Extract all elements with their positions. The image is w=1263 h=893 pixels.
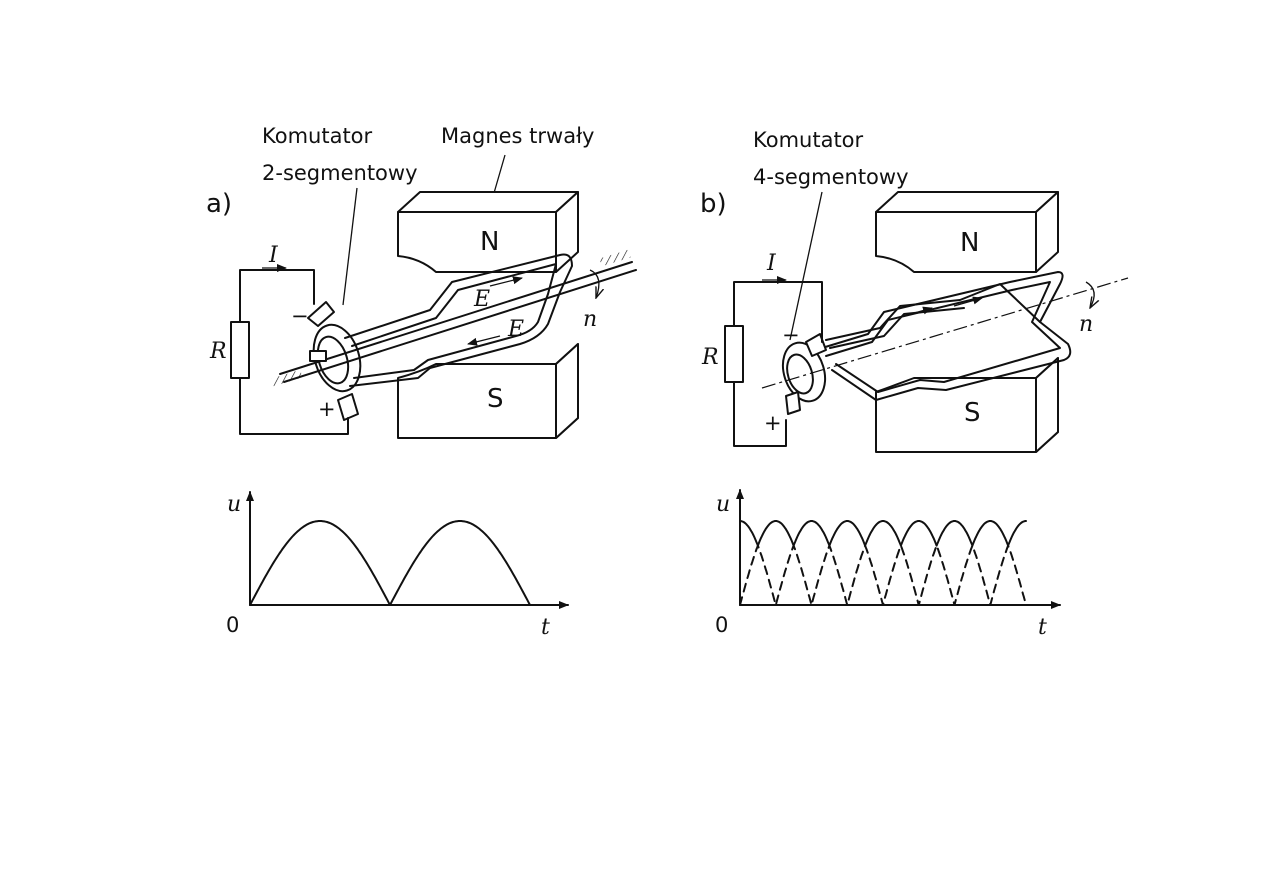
coil-arrow-2 [953, 296, 983, 307]
magnet-label: Magnes trwały [441, 124, 594, 148]
resistor-label-b: R [701, 345, 719, 370]
graph-b-dashed-waveform [739, 544, 1027, 606]
graph-b-x-label: t [1038, 615, 1047, 640]
panel-b: b) Komutator 4-segmentowy N S [700, 128, 1129, 453]
south-pole-label-b: S [964, 398, 981, 428]
commutator-label-line1: Komutator [262, 124, 373, 148]
south-pole-label: S [487, 384, 504, 414]
speed-label-b: n [1079, 312, 1093, 337]
current-label: I [268, 243, 279, 268]
graph-b-y-label: u [716, 492, 730, 517]
armature-coils-b [821, 271, 1072, 401]
graph-a-waveform [249, 520, 531, 606]
resistor [230, 321, 250, 379]
resistor-label: R [209, 339, 227, 364]
rotation-arrow [589, 269, 599, 298]
armature-coil [344, 253, 573, 387]
current-label-b: I [766, 251, 777, 276]
speed-label: n [583, 307, 597, 332]
panel-a: a) Komutator 2-segmentowy Magnes trwały … [206, 124, 637, 439]
emf-label-top: E [473, 287, 490, 312]
external-circuit [230, 264, 349, 435]
south-magnet-b: S [875, 357, 1059, 453]
plus-sign-b: + [764, 411, 782, 435]
emf-arrow-top [489, 276, 523, 287]
graph-a-y-label: u [227, 492, 241, 517]
north-magnet: N [397, 191, 579, 273]
south-magnet: S [397, 343, 579, 439]
north-magnet-b: N [875, 191, 1059, 273]
graph-a: u t 0 [226, 491, 569, 640]
commutator-label-line2-b: 4-segmentowy [753, 165, 909, 189]
plus-sign: + [318, 397, 336, 421]
north-pole-label: N [480, 227, 499, 257]
emf-arrow-bottom [467, 335, 501, 346]
magnet-leader-line [493, 154, 506, 194]
commutator-label-line1-b: Komutator [753, 128, 864, 152]
panel-a-label: a) [206, 189, 232, 219]
minus-sign-b: − [782, 323, 800, 347]
shaft [271, 249, 637, 387]
graph-a-origin: 0 [226, 613, 239, 637]
north-pole-label-b: N [960, 228, 979, 258]
emf-label-bottom: E [507, 317, 524, 342]
brush-positive [337, 393, 359, 421]
graph-a-x-label: t [541, 615, 550, 640]
rotation-axis [761, 277, 1129, 389]
coil-arrow-1 [903, 306, 933, 317]
brush-negative [307, 301, 335, 327]
graph-b: u t 0 [715, 489, 1061, 640]
panel-b-label: b) [700, 189, 727, 219]
commutator-label-line2: 2-segmentowy [262, 161, 418, 185]
graph-b-origin: 0 [715, 613, 728, 637]
resistor-b [724, 325, 744, 383]
graph-b-envelope-waveform [739, 520, 1027, 547]
commutator-leader-line [342, 187, 358, 306]
commutator-leader-line-b [789, 191, 823, 341]
external-circuit-b [724, 276, 823, 447]
minus-sign: − [291, 304, 309, 328]
commutator-2seg [307, 301, 362, 421]
rotation-arrow-b [1085, 281, 1094, 308]
